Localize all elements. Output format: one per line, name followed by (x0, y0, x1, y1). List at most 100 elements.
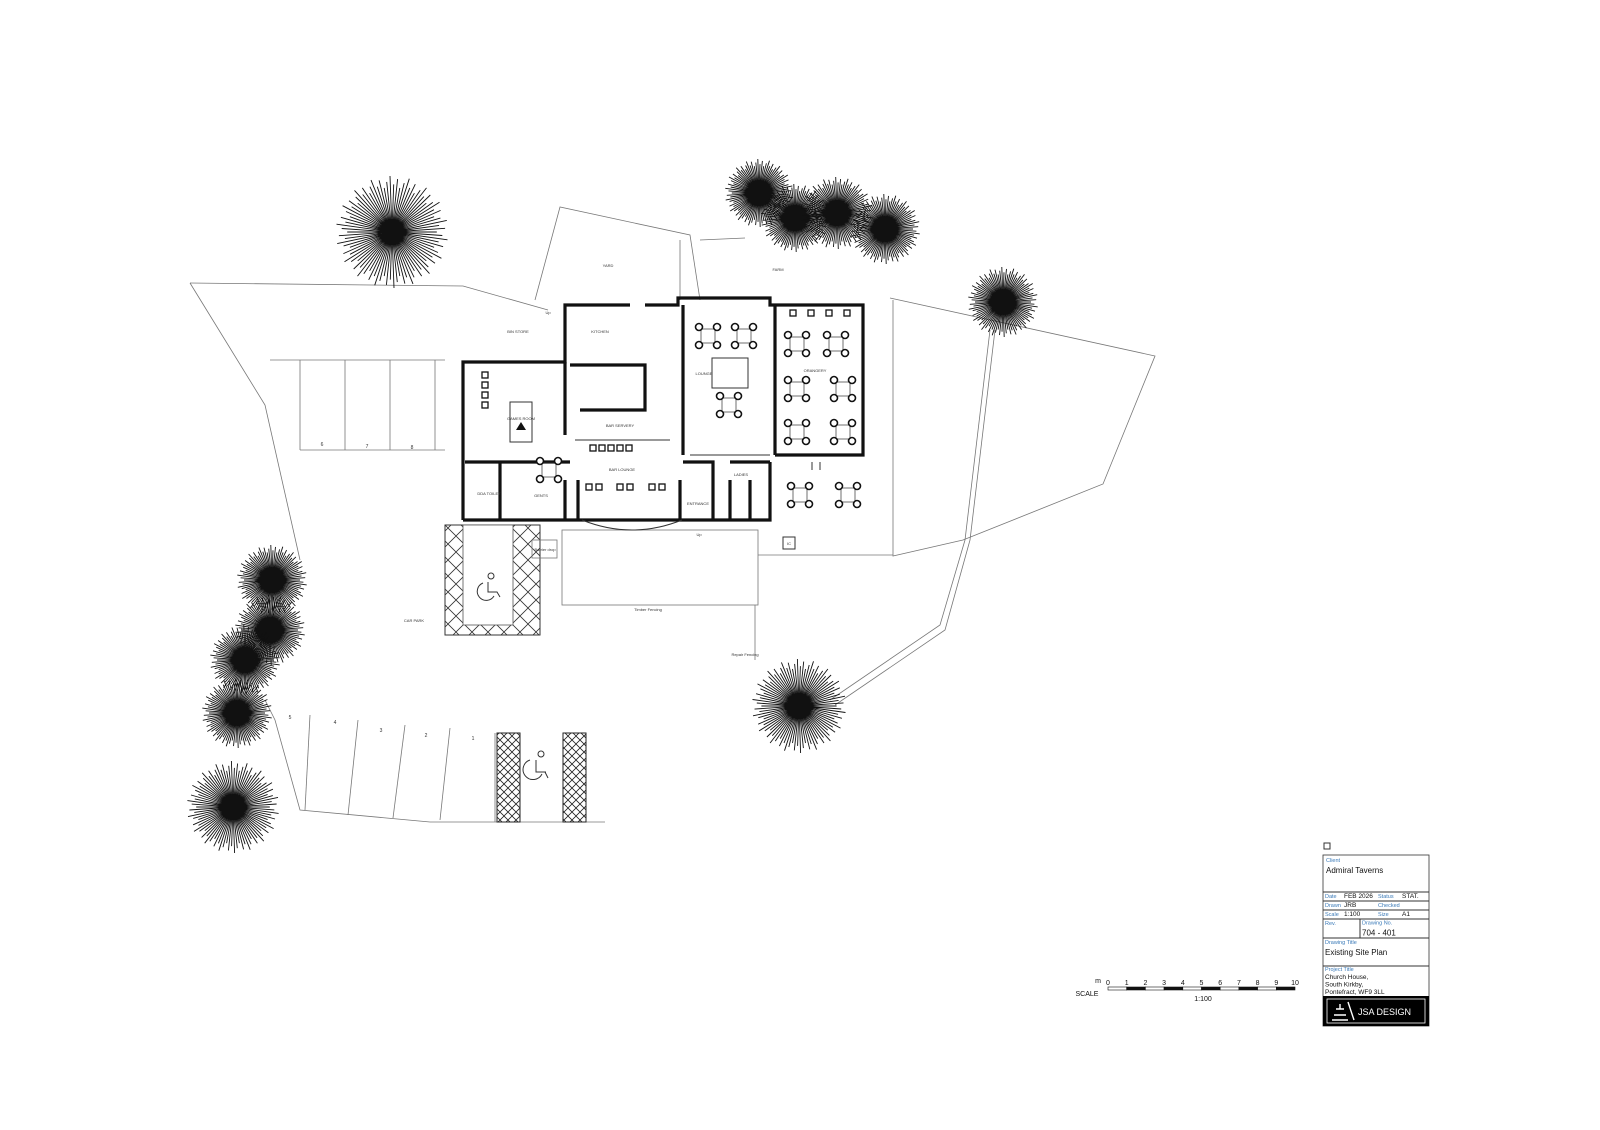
ic-box (782, 536, 796, 550)
scale-tick-label: 8 (1256, 980, 1260, 987)
table-with-chairs (715, 391, 743, 419)
table-with-chairs (822, 330, 850, 358)
scale-value: 1:100 (1344, 911, 1361, 918)
scale-segment (1182, 986, 1202, 991)
drawing-no-value: 704 - 401 (1362, 929, 1396, 938)
parking-top: 6 7 8 (299, 360, 436, 451)
site-boundaries (189, 206, 1156, 823)
building (461, 296, 865, 531)
bay-number: 5 (289, 715, 292, 721)
scale-segment (1145, 986, 1165, 991)
table-with-chairs (783, 418, 811, 446)
scale-unit: m (1095, 978, 1101, 985)
project-line: Pontefract, WF9 3LL (1325, 989, 1385, 996)
scale-tick-label: 0 (1106, 980, 1110, 987)
scale-tick-label: 1 (1125, 980, 1129, 987)
chair (625, 444, 633, 452)
table-with-chairs (829, 418, 857, 446)
scale-tick-label: 5 (1200, 980, 1204, 987)
table-with-chairs (834, 481, 862, 509)
drawing-title-value: Existing Site Plan (1325, 948, 1387, 957)
logo-text: JSA DESIGN (1358, 1007, 1411, 1017)
scale-caption: Scale (1325, 912, 1339, 918)
bay-number: 8 (411, 445, 414, 451)
date-caption: Date (1325, 894, 1337, 900)
chair (595, 483, 603, 491)
tree-symbol (210, 624, 280, 696)
chair (626, 483, 634, 491)
scale-label: SCALE (1076, 991, 1099, 998)
table-with-chairs (829, 375, 857, 403)
scale-segment (1201, 986, 1221, 991)
disabled-parking-symbol (522, 750, 549, 781)
chair (843, 309, 851, 317)
room-label-entrance: ENTRANCE (687, 501, 709, 506)
drawn-caption: Drawn (1325, 903, 1341, 909)
room-label-bar-servery: BAR SERVERY (606, 423, 635, 428)
checked-caption: Checked (1378, 903, 1400, 909)
chair (648, 483, 656, 491)
client-value: Admiral Taverns (1326, 866, 1383, 875)
tree-symbol (761, 183, 829, 253)
site-label-car-park: CAR PARK (404, 618, 424, 623)
scale-segment (1107, 986, 1128, 991)
size-value: A1 (1402, 911, 1410, 918)
tree-symbol (237, 544, 307, 616)
chair (607, 444, 615, 452)
chair (616, 444, 624, 452)
room-label-gents: GENTS (534, 493, 548, 498)
status-caption: Status (1378, 894, 1394, 900)
tree-symbol (336, 175, 448, 289)
table-with-chairs (535, 456, 563, 484)
chair (481, 391, 489, 399)
lounge-table (711, 357, 749, 389)
up-label: Up (696, 532, 702, 537)
room-label-lounge: LOUNGE (696, 371, 713, 376)
project-line: Church House, (1325, 974, 1369, 981)
scale-segment (1163, 986, 1184, 991)
jsa-logo-icon (1332, 1001, 1355, 1021)
up-label: Up (545, 310, 551, 315)
scale-ratio: 1:100 (1194, 996, 1212, 1003)
room-label-orangery: ORANGERY (804, 368, 827, 373)
scale-tick-label: 7 (1237, 980, 1241, 987)
tree-symbol (187, 760, 279, 854)
chair (481, 401, 489, 409)
chair (481, 381, 489, 389)
table-with-chairs (786, 481, 814, 509)
bay-number: 3 (380, 728, 383, 734)
scale-tick-label: 6 (1218, 980, 1222, 987)
hatched-access-zone (496, 732, 521, 823)
drawing-no-caption: Drawing No. (1362, 921, 1393, 927)
scale-tick-label: 3 (1162, 980, 1166, 987)
client-caption: Client (1326, 858, 1341, 864)
disabled-ramp-symbol (476, 572, 501, 601)
project-line: South Kirkby, (1325, 982, 1363, 989)
bay-number: 6 (321, 442, 324, 448)
chair (589, 444, 597, 452)
room-label-dda-toilet: DDA TOILET (477, 491, 501, 496)
ic-label: IC (787, 541, 791, 546)
room-label-kitchen: KITCHEN (591, 329, 609, 334)
pool-table (509, 401, 533, 443)
table-with-chairs (730, 322, 758, 350)
scale-tick-label: 2 (1143, 980, 1147, 987)
scale-tick-label: 4 (1181, 980, 1185, 987)
scale-segment (1238, 986, 1258, 991)
furniture (481, 309, 862, 509)
site-label-yard: YARD (603, 263, 614, 268)
tree-symbol (752, 658, 846, 754)
status-value: STAT. (1402, 893, 1419, 900)
chair (825, 309, 833, 317)
trees (187, 158, 1038, 854)
chair (585, 483, 593, 491)
parking-bottom: 5 4 3 2 1 (289, 714, 496, 822)
chair (616, 483, 624, 491)
table-with-chairs (783, 375, 811, 403)
date-value: FEB 2026 (1344, 893, 1373, 900)
site-label-farm: FARM (772, 267, 783, 272)
room-label-bin-store: BIN STORE (507, 329, 529, 334)
barrier (531, 539, 558, 559)
